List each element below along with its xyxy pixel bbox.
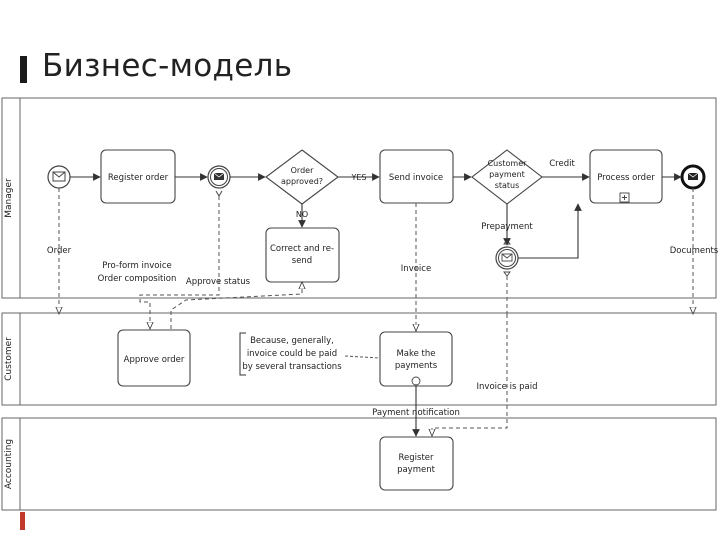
svg-text:Process order: Process order <box>597 173 655 183</box>
label-payment-notification: Payment notification <box>372 408 460 418</box>
label-prepayment: Prepayment <box>481 222 533 232</box>
lane-label-accounting: Accounting <box>4 439 14 489</box>
svg-text:send: send <box>292 256 312 266</box>
lane-label-manager: Manager <box>4 178 14 218</box>
task-process-order: Process order <box>589 149 663 204</box>
text-annotation: Because, generally, invoice could be pai… <box>239 332 380 376</box>
label-documents: Documents <box>670 246 719 256</box>
sequence-flows <box>70 173 682 437</box>
label-yes: YES <box>350 173 366 182</box>
svg-text:by several transactions: by several transactions <box>242 362 342 372</box>
svg-text:Register: Register <box>399 453 435 463</box>
label-proforma: Pro-form invoice <box>102 261 171 271</box>
start-message-event <box>47 165 71 189</box>
end-message-event <box>680 164 706 190</box>
svg-text:payment: payment <box>397 465 436 475</box>
label-order: Order <box>47 246 72 256</box>
task-register-order: Register order <box>100 149 176 204</box>
slide-title: Бизнес-модель <box>42 48 293 84</box>
svg-text:Correct and re-: Correct and re- <box>270 244 334 254</box>
svg-text:status: status <box>495 181 520 190</box>
label-no: NO <box>296 210 308 219</box>
svg-text:Make the: Make the <box>396 349 435 359</box>
lane-accounting: Accounting <box>1 417 717 511</box>
svg-text:Customer: Customer <box>488 159 528 168</box>
task-make-payments: Make the payments <box>379 331 453 387</box>
message-flows <box>59 188 693 436</box>
label-credit: Credit <box>549 159 575 169</box>
task-approve-order: Approve order <box>117 329 191 387</box>
label-invoice: Invoice <box>401 264 431 274</box>
svg-text:invoice could be paid: invoice could be paid <box>247 349 337 359</box>
task-correct-resend: Correct and re- send <box>265 227 340 283</box>
lane-label-customer: Customer <box>4 337 14 381</box>
svg-text:Because, generally,: Because, generally, <box>250 336 334 346</box>
label-approve-status: Approve status <box>186 277 251 287</box>
footer-accent-bar <box>20 512 25 530</box>
flow-labels: YES NO Credit Prepayment Order Pro-form … <box>47 159 719 418</box>
task-send-invoice: Send invoice <box>379 149 454 204</box>
svg-text:Approve order: Approve order <box>124 355 185 365</box>
lane-customer: Customer <box>1 312 717 406</box>
svg-text:Order: Order <box>291 166 314 175</box>
label-invoice-paid: Invoice is paid <box>477 382 538 392</box>
svg-text:payment: payment <box>489 170 525 179</box>
svg-text:Register order: Register order <box>108 173 169 183</box>
loop-marker-icon <box>411 376 421 386</box>
svg-text:payments: payments <box>395 361 438 371</box>
svg-text:approved?: approved? <box>281 177 323 186</box>
title-accent-bar <box>20 56 27 83</box>
svg-text:Send invoice: Send invoice <box>389 173 443 183</box>
task-register-payment: Register payment <box>379 436 454 491</box>
prepayment-message-event <box>495 239 519 277</box>
label-order-composition: Order composition <box>98 274 177 284</box>
